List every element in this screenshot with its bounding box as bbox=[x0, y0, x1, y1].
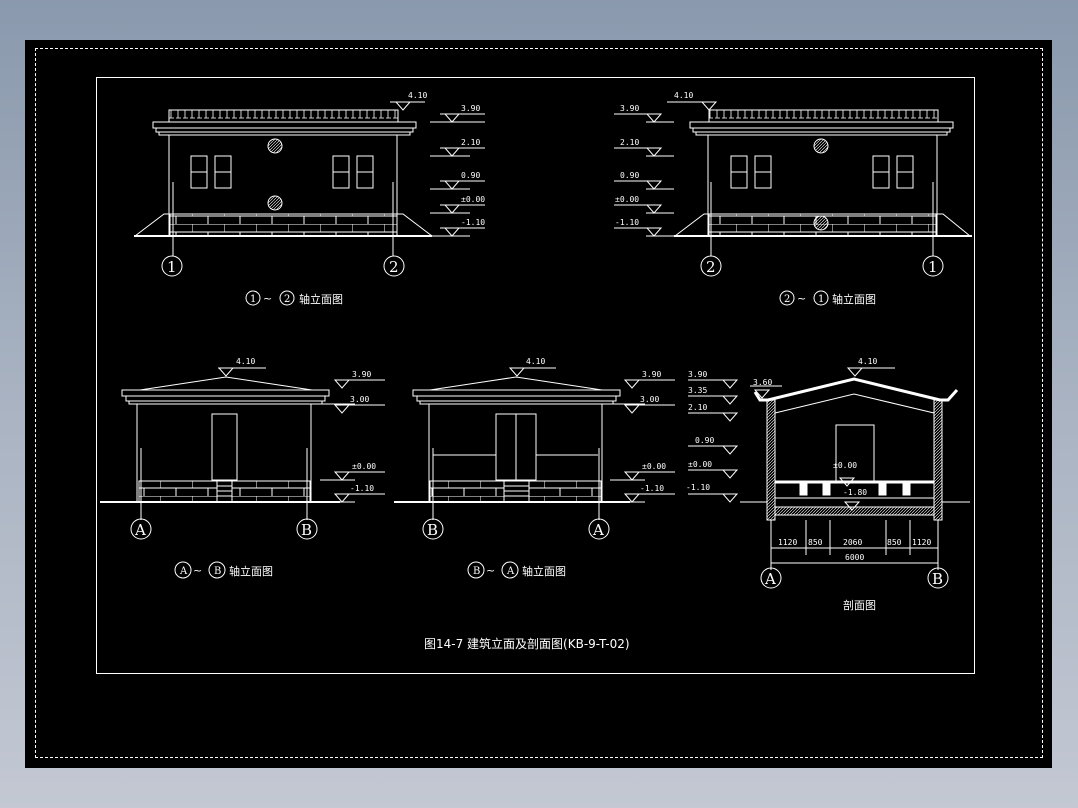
level-label: 0.90 bbox=[695, 436, 714, 445]
level-label: ±0.00 bbox=[615, 195, 639, 204]
level-label: -1.10 bbox=[640, 484, 664, 493]
axis-bubble-label: 1 bbox=[167, 258, 177, 276]
total-dimension-label: 6000 bbox=[845, 553, 864, 562]
view-caption: 轴立面图 bbox=[522, 564, 566, 578]
dimension-label: 850 bbox=[887, 538, 902, 547]
axis-bubble-label: B bbox=[301, 521, 312, 539]
caption-axis-to: A bbox=[506, 566, 515, 577]
level-top-label: 4.10 bbox=[858, 357, 877, 366]
level-label: 3.90 bbox=[461, 104, 480, 113]
caption-axis-from: 1 bbox=[250, 294, 256, 305]
level-top-label: 4.10 bbox=[408, 91, 427, 100]
dimension-label: 1120 bbox=[912, 538, 931, 547]
level-label: 3.60 bbox=[753, 378, 772, 387]
level-label: ±0.00 bbox=[461, 195, 485, 204]
level-label: 3.90 bbox=[352, 370, 371, 379]
caption-tilde: ~ bbox=[486, 564, 495, 577]
axis-bubble-label: A bbox=[592, 521, 604, 539]
level-label: 2.10 bbox=[688, 403, 707, 412]
elevation-2-1 bbox=[614, 101, 972, 277]
level-label: ±0.00 bbox=[688, 460, 712, 469]
elevation-B-A bbox=[394, 367, 675, 540]
level-label: 3.35 bbox=[688, 386, 707, 395]
caption-tilde: ~ bbox=[797, 292, 806, 305]
level-label: 3.00 bbox=[350, 395, 369, 404]
sheet-dashed-border bbox=[35, 48, 1043, 758]
axis-bubble-label: A bbox=[764, 570, 776, 588]
section-caption: 剖面图 bbox=[843, 598, 876, 612]
caption-axis-to: 1 bbox=[818, 294, 824, 305]
level-top-label: 4.10 bbox=[526, 357, 545, 366]
level-label: 3.90 bbox=[642, 370, 661, 379]
pit-level-label: -1.80 bbox=[843, 488, 867, 497]
caption-axis-from: A bbox=[179, 566, 188, 577]
elevation-A-B bbox=[100, 367, 385, 540]
caption-axis-to: B bbox=[214, 566, 221, 577]
level-label: 3.00 bbox=[640, 395, 659, 404]
level-label: 0.90 bbox=[620, 171, 639, 180]
drawing-frame bbox=[96, 77, 975, 674]
caption-tilde: ~ bbox=[263, 292, 272, 305]
floor-level-label: ±0.00 bbox=[833, 461, 857, 470]
level-top-label: 4.10 bbox=[674, 91, 693, 100]
level-label: 0.90 bbox=[461, 171, 480, 180]
level-label: -1.10 bbox=[615, 218, 639, 227]
axis-bubble-label: A bbox=[134, 521, 146, 539]
level-top-label: 4.10 bbox=[236, 357, 255, 366]
level-label: ±0.00 bbox=[352, 462, 376, 471]
view-caption: 轴立面图 bbox=[832, 292, 876, 306]
caption-axis-from: B bbox=[473, 566, 480, 577]
level-label: ±0.00 bbox=[642, 462, 666, 471]
level-label: -1.10 bbox=[686, 483, 710, 492]
level-label: 2.10 bbox=[620, 138, 639, 147]
level-label: 3.90 bbox=[688, 370, 707, 379]
section-view bbox=[688, 367, 970, 589]
level-label: 2.10 bbox=[461, 138, 480, 147]
caption-tilde: ~ bbox=[193, 564, 202, 577]
caption-axis-to: 2 bbox=[284, 294, 290, 305]
axis-bubble-label: B bbox=[427, 521, 438, 539]
level-label: 3.90 bbox=[620, 104, 639, 113]
dimension-label: 1120 bbox=[778, 538, 797, 547]
caption-axis-from: 2 bbox=[784, 294, 790, 305]
level-label: -1.10 bbox=[350, 484, 374, 493]
level-label: -1.10 bbox=[461, 218, 485, 227]
axis-bubble-label: B bbox=[932, 570, 943, 588]
elevation-1-2 bbox=[134, 101, 485, 277]
axis-bubble-label: 2 bbox=[389, 258, 399, 276]
view-caption: 轴立面图 bbox=[229, 564, 273, 578]
view-caption: 轴立面图 bbox=[299, 292, 343, 306]
dimension-label: 850 bbox=[808, 538, 823, 547]
axis-bubble-label: 2 bbox=[706, 258, 716, 276]
axis-bubble-label: 1 bbox=[928, 258, 938, 276]
drawing-title: 图14-7 建筑立面及剖面图(KB-9-T-02) bbox=[424, 636, 630, 651]
dimension-label: 2060 bbox=[843, 538, 862, 547]
